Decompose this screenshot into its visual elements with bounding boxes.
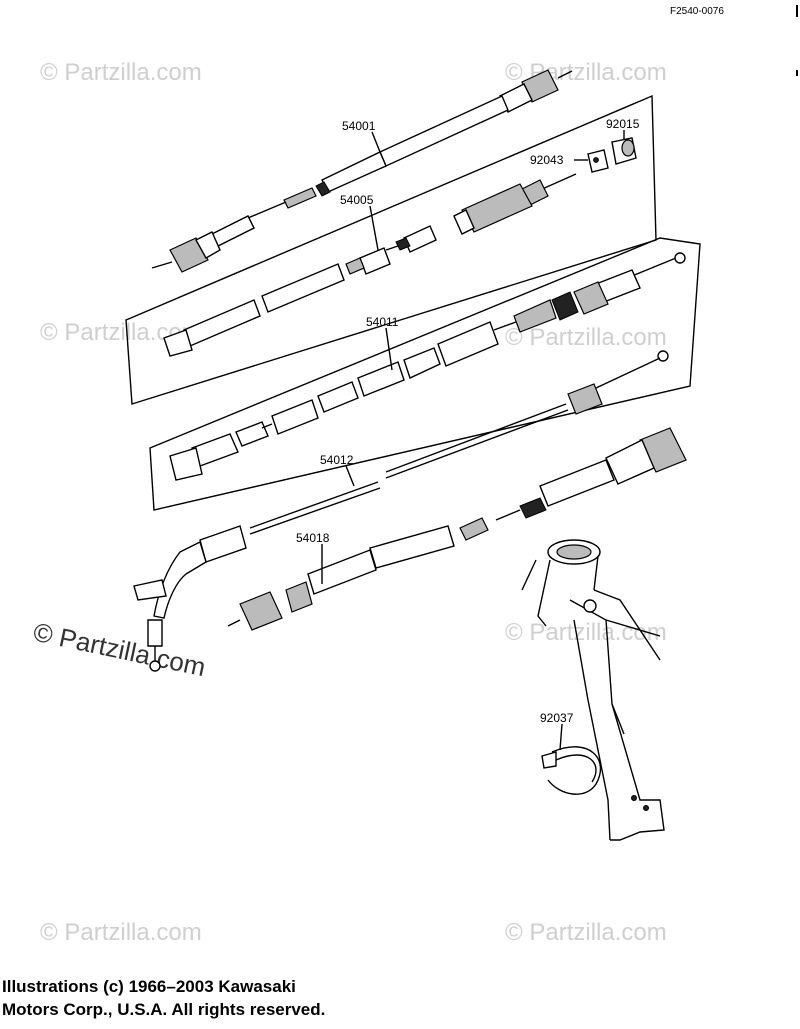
callout-54001: 54001 [342, 119, 376, 133]
callout-92043: 92043 [530, 153, 564, 167]
cable-54011 [169, 252, 686, 481]
leader-line [345, 465, 355, 487]
copyright-notice: Illustrations (c) 1966–2003 Kawasaki Mot… [2, 975, 562, 1021]
leader-line [371, 131, 381, 153]
copyright-line-2: Motors Corp., U.S.A. All rights reserved… [2, 1000, 326, 1019]
cable-54001 [151, 69, 573, 273]
watermark-text: © Partzilla.com [40, 59, 202, 86]
watermark-text: © Partzilla.com [40, 919, 202, 946]
part-92043 [587, 149, 609, 173]
edge-mark [796, 70, 798, 76]
callout-54018: 54018 [296, 531, 330, 545]
copyright-line-1: Illustrations (c) 1966–2003 Kawasaki [2, 977, 296, 996]
figure-code: F2540-0076 [670, 6, 724, 17]
leader-line [385, 327, 393, 371]
group-box-54011 [149, 237, 701, 511]
callout-92037: 92037 [540, 711, 574, 725]
part-92015 [611, 137, 637, 165]
callout-54005: 54005 [340, 193, 374, 207]
band-92037 [541, 746, 602, 795]
watermark-text-prominent: © Partzilla.com [31, 617, 209, 683]
callout-54012: 54012 [320, 453, 354, 467]
leader-line [559, 723, 563, 751]
edge-mark [796, 5, 798, 17]
callout-54011: 54011 [366, 315, 399, 329]
cable-54005 [163, 173, 577, 357]
watermark-text: © Partzilla.com [505, 619, 667, 646]
watermark-text: © Partzilla.com [505, 919, 667, 946]
watermark-text: © Partzilla.com [505, 324, 667, 351]
frame-section [521, 539, 665, 841]
leader-line [369, 205, 379, 251]
cable-54018 [227, 427, 687, 631]
cable-54012 [133, 350, 669, 672]
callout-92015: 92015 [606, 117, 640, 131]
